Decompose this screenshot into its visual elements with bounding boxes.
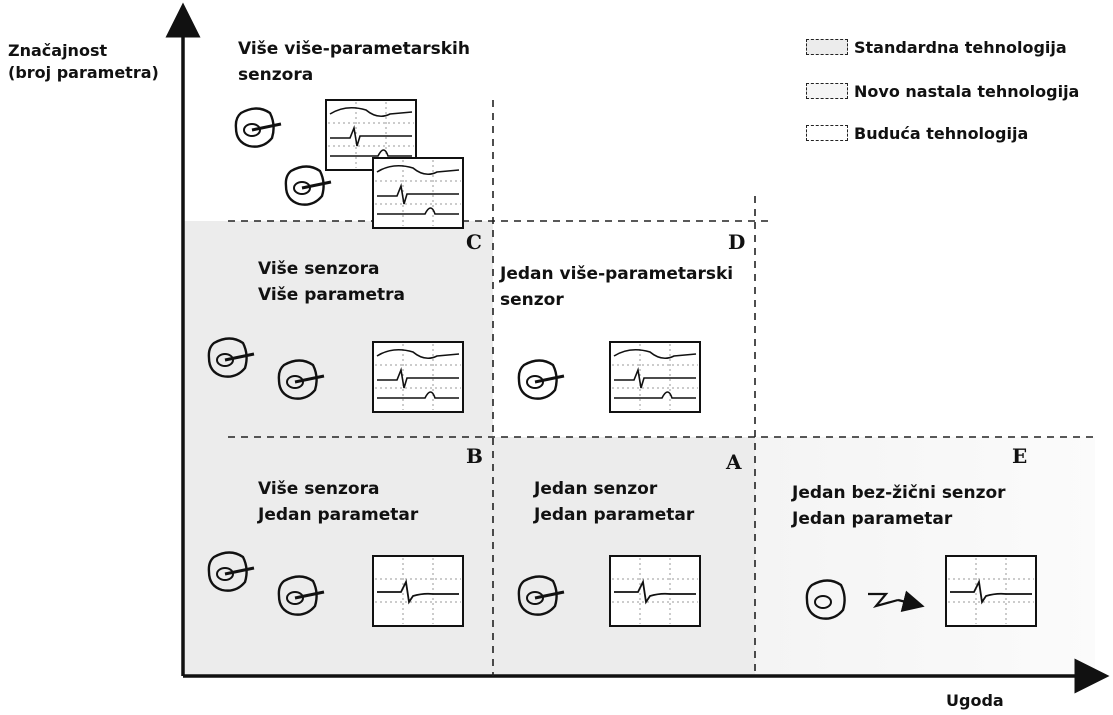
sensor-icon bbox=[277, 575, 326, 617]
top-region-text: Više više-parametarskih senzora bbox=[238, 36, 470, 88]
region-d-text: Jedan više-parametarski senzor bbox=[500, 261, 733, 313]
region-c-line1: Više senzora bbox=[258, 259, 380, 279]
wireless-sensor-icon bbox=[805, 579, 846, 620]
legend-label: Standardna tehnologija bbox=[854, 37, 1067, 57]
emerging-technology-zone bbox=[755, 437, 1095, 676]
region-d-line1: Jedan više-parametarski bbox=[500, 264, 734, 284]
sensor-icon bbox=[517, 575, 566, 617]
legend-label: Buduća tehnologija bbox=[854, 123, 1029, 143]
monitor-icon bbox=[610, 556, 700, 626]
monitor-icon bbox=[373, 342, 463, 412]
monitor-icon bbox=[373, 158, 463, 228]
region-e-line2: Jedan parametar bbox=[792, 509, 953, 529]
region-a-line1: Jedan senzor bbox=[534, 479, 658, 499]
region-d-line2: senzor bbox=[500, 290, 564, 310]
region-a-line2: Jedan parametar bbox=[534, 505, 695, 525]
region-c-line2: Više parametra bbox=[258, 285, 405, 305]
wireless-arrow-icon bbox=[897, 590, 925, 613]
monitor-icon bbox=[946, 556, 1036, 626]
top-region-line1: Više više-parametarskih bbox=[238, 39, 470, 59]
region-letter-d: D bbox=[728, 230, 746, 254]
region-e-text: Jedan bez-žični senzor Jedan parametar bbox=[792, 480, 1006, 532]
region-letter-c: C bbox=[466, 230, 482, 254]
monitor-icon bbox=[610, 342, 700, 412]
wireless-signal-icon bbox=[868, 592, 899, 608]
legend-item-emerging: Novo nastala tehnologija bbox=[806, 78, 1079, 104]
legend-item-future: Buduća tehnologija bbox=[806, 120, 1028, 146]
region-b-line2: Jedan parametar bbox=[258, 505, 419, 525]
top-region-line2: senzora bbox=[238, 65, 314, 85]
region-a-text: Jedan senzor Jedan parametar bbox=[534, 476, 694, 528]
sensor-icon bbox=[207, 551, 256, 593]
region-letter-e: E bbox=[1012, 444, 1028, 468]
sensor-icon bbox=[234, 107, 283, 149]
legend-swatch-standard bbox=[806, 39, 848, 55]
region-c-text: Više senzora Više parametra bbox=[258, 256, 405, 308]
y-axis-label-line2: (broj parametra) bbox=[8, 63, 159, 82]
legend-swatch-emerging bbox=[806, 83, 848, 99]
monitor-icon bbox=[373, 556, 463, 626]
sensor-icon bbox=[277, 359, 326, 401]
legend-label: Novo nastala tehnologija bbox=[854, 81, 1080, 101]
y-axis-label-line1: Značajnost bbox=[8, 41, 108, 60]
region-e-line1: Jedan bez-žični senzor bbox=[792, 483, 1006, 503]
sensor-icon bbox=[284, 165, 333, 207]
sensor-icon bbox=[517, 359, 566, 401]
y-axis-label: Značajnost (broj parametra) bbox=[8, 40, 159, 84]
legend-item-standard: Standardna tehnologija bbox=[806, 34, 1067, 60]
region-letter-a: A bbox=[726, 450, 742, 474]
legend-swatch-future bbox=[806, 125, 848, 141]
x-axis-label: Ugoda bbox=[946, 691, 1004, 710]
region-b-line1: Više senzora bbox=[258, 479, 380, 499]
region-letter-b: B bbox=[466, 444, 483, 468]
region-b-text: Više senzora Jedan parametar bbox=[258, 476, 418, 528]
sensor-icon bbox=[207, 337, 256, 379]
